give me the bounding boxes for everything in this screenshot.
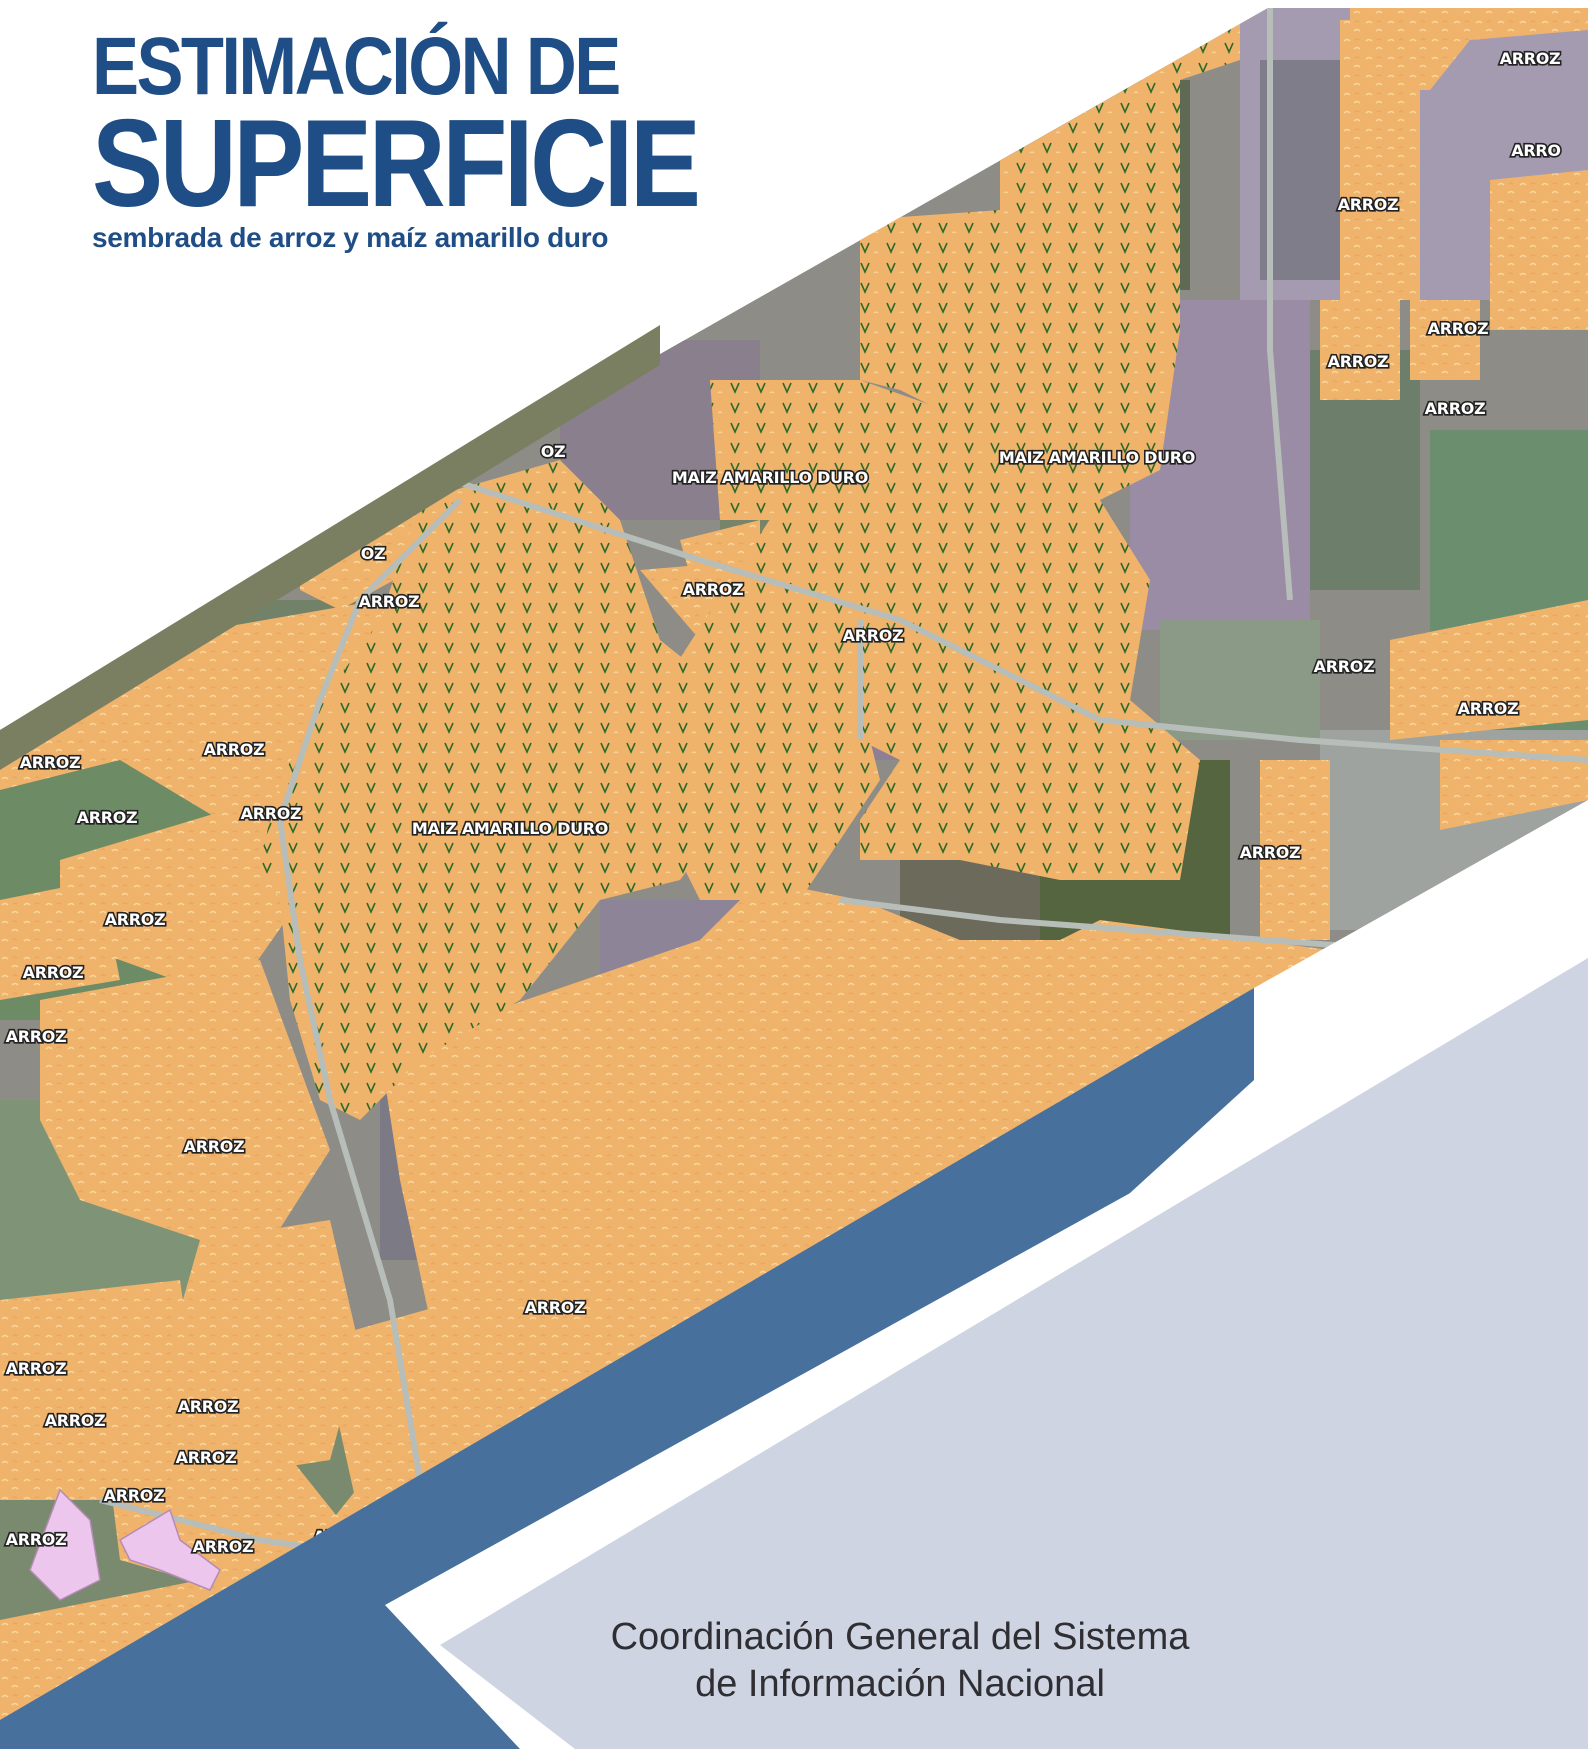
map-label-rice: ARROZ [45, 1411, 106, 1430]
map-label-rice: ARROZ [176, 1448, 237, 1467]
map-label-rice: ARROZ [178, 1397, 239, 1416]
map-label-rice: ARROZ [525, 1298, 586, 1317]
roads [99, 8, 1588, 1563]
map-label-rice: ARROZ [6, 1027, 67, 1046]
map-label-maize: MAIZ AMARILLO DURO [999, 448, 1195, 467]
map-label-rice: ARROZ [6, 1530, 67, 1549]
map-label-rice: ARROZ [104, 1486, 165, 1505]
map-label-rice: ARRO [1511, 141, 1560, 160]
map-label-maize: MAIZ AMARILLO DURO [412, 819, 608, 838]
map-labels: ARROZ ARRO ARROZ ARROZ ARROZ ARROZ MAIZ AMARIL… [4, 47, 1563, 1557]
map-label-rice: ARROZ [1428, 319, 1489, 338]
title-line-1: ESTIMACIÓN DE [92, 21, 621, 112]
map-label-rice: ARROZ [1314, 657, 1375, 676]
map-label-rice: ARROZ [204, 740, 265, 759]
olive-band [0, 325, 660, 770]
map-label-rice: ARROZ [193, 1537, 254, 1556]
map-label-rice: OZ [361, 544, 386, 563]
lavender-panel [440, 958, 1588, 1749]
map-label-rice: ARROZ [1500, 49, 1561, 68]
subtitle: sembrada de arroz y maíz amarillo duro [92, 222, 609, 253]
title-block: ESTIMACIÓN DE SUPERFICIE sembrada de arr… [92, 21, 701, 254]
map-label-rice: ARROZ [1328, 352, 1389, 371]
map-label-rice: ARROZ [683, 580, 744, 599]
map-label-rice: ARROZ [20, 753, 81, 772]
white-band [1254, 800, 1588, 1140]
map-label-rice: ARROZ [359, 592, 420, 611]
map-label-rice: ARROZ [1458, 699, 1519, 718]
title-line-2: SUPERFICIE [92, 95, 701, 233]
blue-band [0, 988, 1254, 1749]
organization-line-2: de Información Nacional [695, 1663, 1105, 1705]
map-label-rice: ARROZ [843, 626, 904, 645]
map-label-maize: MAIZ AMARILLO DURO [672, 468, 868, 487]
map-label-rice: ARROZ [6, 1359, 67, 1378]
map-label-rice: ARROZ [77, 808, 138, 827]
map-label-rice: ARROZ [105, 910, 166, 929]
urban-areas [29, 1488, 221, 1601]
map-label-rice: ARROZ [1338, 195, 1399, 214]
map-label-rice: OZ [541, 442, 566, 461]
organization-name: Coordinación General del Sistema de Info… [560, 1614, 1240, 1708]
map-label-rice: ARROZ [241, 804, 302, 823]
map-label-rice: ARROZ [23, 963, 84, 982]
map-label-rice: ARROZ [184, 1137, 245, 1156]
map-label-rice: ARROZ [1425, 399, 1486, 418]
organization-line-1: Coordinación General del Sistema [610, 1616, 1190, 1658]
map-label-rice: ARROZ [1240, 843, 1301, 862]
